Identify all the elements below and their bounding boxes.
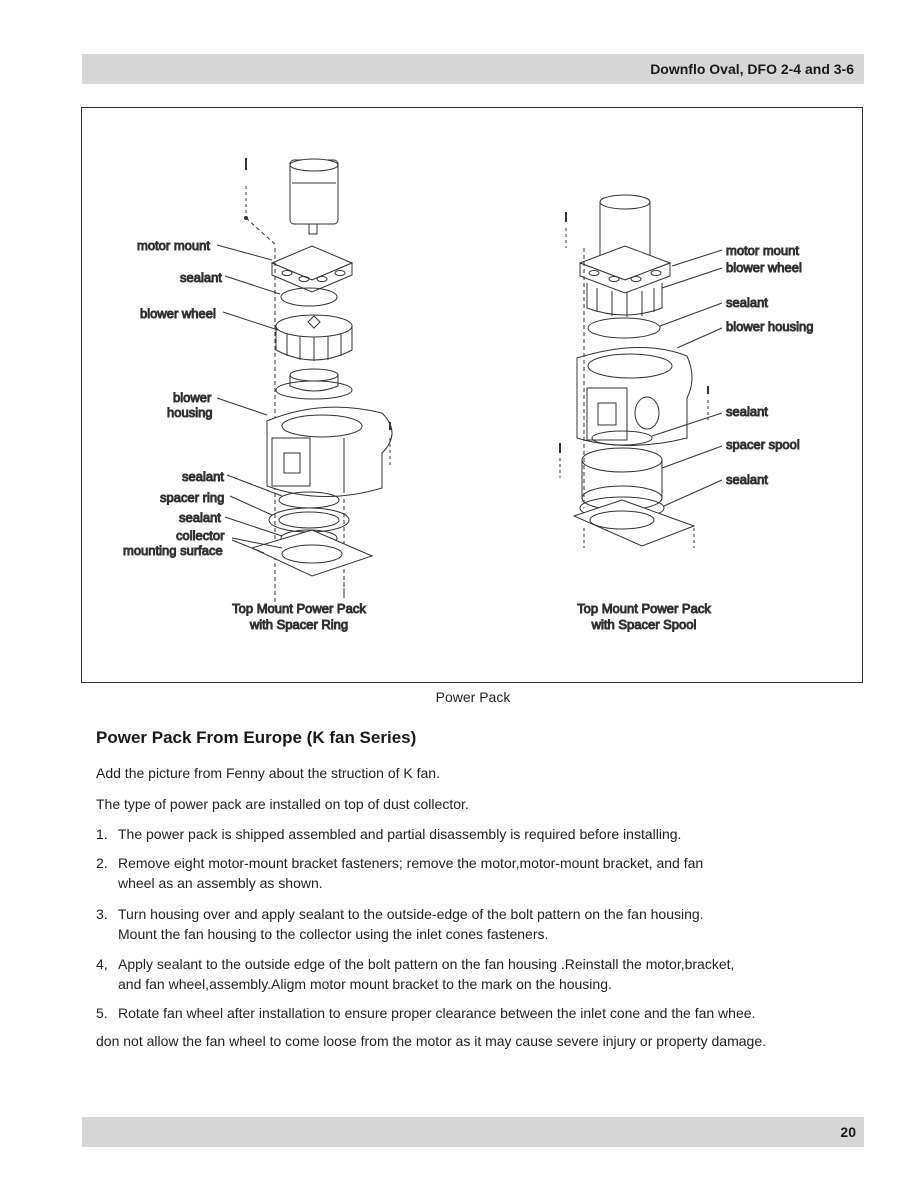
step-text-line: and fan wheel,assembly.Aligm motor mount…: [118, 976, 612, 992]
page-header-title: Downflo Oval, DFO 2-4 and 3-6: [650, 61, 854, 77]
right-caption-line1: Top Mount Power Pack: [577, 601, 711, 616]
step-5: 5. Rotate fan wheel after installation t…: [96, 1003, 755, 1023]
callout-left-motor-mount: motor mount: [137, 238, 210, 253]
step-2: 2. Remove eight motor-mount bracket fast…: [96, 853, 703, 893]
step-text-line: wheel as an assembly as shown.: [118, 875, 323, 891]
callout-left-spacer-ring: spacer ring: [160, 490, 224, 505]
step-text-line: The power pack is shipped assembled and …: [118, 826, 682, 842]
left-caption-line1: Top Mount Power Pack: [232, 601, 366, 616]
callout-right-sealant-1: sealant: [726, 295, 768, 310]
callout-left-mounting-surface: mounting surface: [123, 543, 223, 558]
step-1: 1. The power pack is shipped assembled a…: [96, 824, 681, 844]
intro-paragraph-2: The type of power pack are installed on …: [96, 796, 469, 812]
warning-paragraph: don not allow the fan wheel to come loos…: [96, 1033, 767, 1049]
callout-left-housing: housing: [167, 405, 213, 420]
step-number: 3.: [96, 906, 108, 922]
step-4: 4, Apply sealant to the outside edge of …: [96, 954, 734, 994]
left-assembly-drawing: [216, 158, 393, 608]
step-text-line: Turn housing over and apply sealant to t…: [118, 906, 704, 922]
page-number: 20: [840, 1124, 856, 1140]
step-3: 3. Turn housing over and apply sealant t…: [96, 904, 704, 944]
header-bar: Downflo Oval, DFO 2-4 and 3-6: [82, 54, 864, 84]
callout-left-blower-wheel: blower wheel: [140, 306, 216, 321]
right-assembly-drawing: [559, 194, 723, 548]
step-text-line: Remove eight motor-mount bracket fastene…: [118, 855, 704, 871]
callout-right-motor-mount: motor mount: [726, 243, 799, 258]
callout-left-sealant-2: sealant: [182, 469, 224, 484]
callout-left-sealant-1: sealant: [180, 270, 222, 285]
callout-left-collector: collector: [176, 528, 225, 543]
callout-left-sealant-3: sealant: [179, 510, 221, 525]
intro-paragraph-1: Add the picture from Fenny about the str…: [96, 765, 440, 781]
step-text-line: Rotate fan wheel after installation to e…: [118, 1005, 756, 1021]
left-caption-line2: with Spacer Ring: [249, 617, 348, 632]
callout-right-sealant-2: sealant: [726, 404, 768, 419]
section-heading: Power Pack From Europe (K fan Series): [96, 728, 417, 747]
callout-right-blower-housing: blower housing: [726, 319, 813, 334]
power-pack-diagram: motor mount sealant blower wheel blower …: [123, 158, 814, 633]
step-number: 1.: [96, 826, 108, 842]
callout-right-spacer-spool: spacer spool: [726, 437, 800, 452]
callout-right-blower-wheel: blower wheel: [726, 260, 802, 275]
figure-caption: Power Pack: [435, 689, 511, 705]
right-caption-line2: with Spacer Spool: [591, 617, 697, 632]
step-number: 2.: [96, 855, 108, 871]
step-text-line: Mount the fan housing to the collector u…: [118, 926, 549, 942]
step-number: 4,: [96, 956, 108, 972]
footer-bar: 20: [82, 1117, 864, 1147]
step-number: 5.: [96, 1005, 108, 1021]
callout-right-sealant-3: sealant: [726, 472, 768, 487]
callout-left-blower: blower: [173, 390, 212, 405]
step-text-line: Apply sealant to the outside edge of the…: [118, 956, 735, 972]
power-pack-figure: motor mount sealant blower wheel blower …: [81, 107, 863, 683]
